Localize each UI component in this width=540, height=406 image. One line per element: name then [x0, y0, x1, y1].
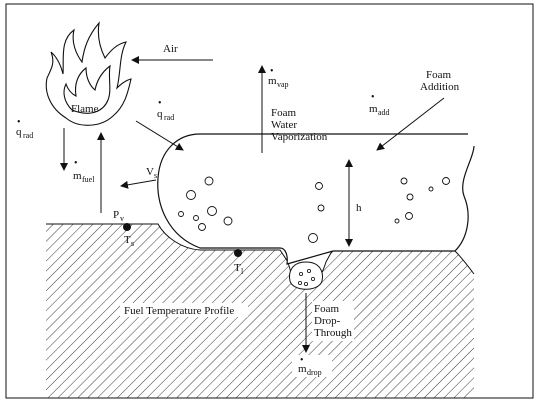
m-vap-dot: •	[270, 66, 274, 77]
m-vap-sub: vap	[277, 80, 289, 89]
q-rad-left-sub: rad	[23, 131, 33, 140]
vs-sub: s	[154, 171, 157, 180]
foam-blanket	[157, 133, 475, 265]
m-add-symbol: m	[369, 103, 378, 115]
m-drop-sub: drop	[307, 368, 322, 377]
tl-sub: l	[241, 267, 244, 276]
flame-label: Flame	[71, 103, 99, 115]
q-rad-right-sub: rad	[164, 113, 174, 122]
foam-vaporization-line1: Foam	[271, 107, 297, 119]
m-fuel-dot: •	[74, 158, 78, 169]
q-rad-left-symbol: q	[16, 126, 22, 138]
m-add-sub: add	[378, 108, 390, 117]
foam-drop-line3: Through	[314, 327, 352, 339]
foam-drop	[289, 261, 323, 290]
pv-symbol: P	[113, 209, 119, 221]
fuel-layer-hatched	[46, 224, 474, 398]
q-rad-right-symbol: q	[157, 108, 163, 120]
m-drop-mask	[292, 355, 332, 377]
foam-bubbles	[178, 176, 450, 243]
foam-vaporization-line2: Water	[271, 119, 297, 131]
foam-vaporization-line3: Vaporization	[271, 131, 328, 143]
air-label: Air	[163, 43, 178, 55]
h-label: h	[356, 202, 362, 214]
fuel-label-mask	[120, 303, 248, 317]
m-add-dot: •	[371, 92, 375, 103]
foam-addition-arrow	[376, 97, 445, 151]
drop-label-mask	[312, 301, 354, 341]
m-vap-symbol: m	[268, 75, 277, 87]
foam-drop-line2: Drop-	[314, 315, 341, 327]
surface-point-tl	[234, 249, 242, 257]
q-rad-right-dot: •	[158, 98, 162, 109]
flame-icon	[45, 21, 132, 126]
vs-symbol: V	[146, 166, 154, 178]
q-rad-diagonal-arrow	[135, 120, 184, 151]
surface-point-ts	[123, 223, 131, 231]
m-drop-symbol: m	[298, 363, 307, 375]
ts-symbol: T	[124, 234, 131, 246]
ts-sub: s	[131, 239, 134, 248]
m-fuel-symbol: m	[73, 170, 82, 182]
foam-drop-line1: Foam	[314, 303, 340, 315]
q-rad-left-dot: •	[17, 117, 21, 128]
tl-symbol: T	[234, 262, 241, 274]
foam-addition-line2: Addition	[420, 81, 460, 93]
fuel-temperature-profile-label: Fuel Temperature Profile	[124, 305, 234, 317]
vs-arrow	[120, 179, 157, 189]
pv-sub: v	[120, 214, 124, 223]
m-fuel-sub: fuel	[82, 175, 95, 184]
m-drop-dot: •	[300, 355, 304, 366]
foam-addition-line1: Foam	[426, 69, 452, 81]
